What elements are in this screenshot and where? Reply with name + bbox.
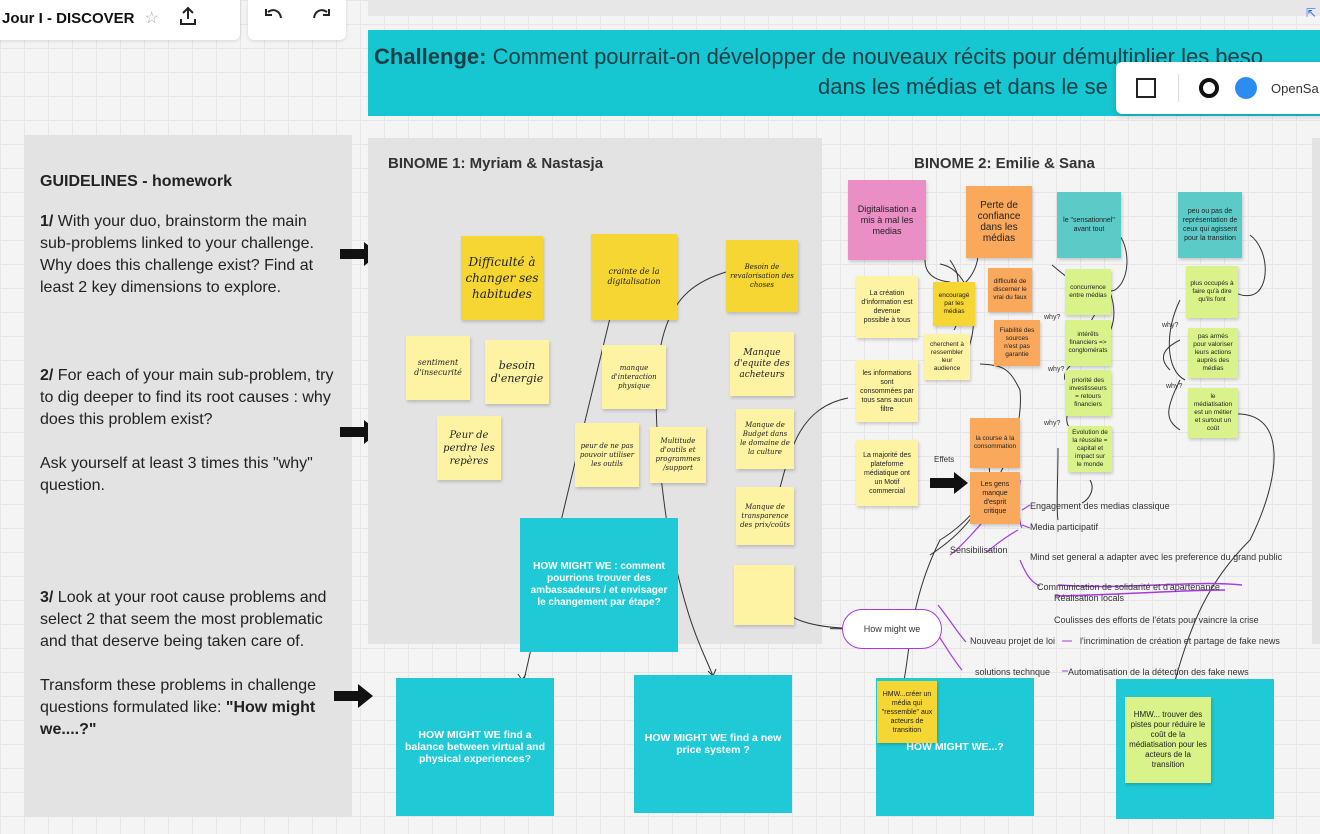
sticky-note[interactable]: Multitude d'outils et programmes /suppor… (650, 427, 706, 483)
guidelines-step1: 1/ With your duo, brainstorm the main su… (40, 213, 314, 296)
board-title-bar: Jour I - DISCOVER ☆ (0, 0, 240, 40)
binome1-title: BINOME 1: Myriam & Nastasja (388, 155, 604, 172)
undo-icon[interactable] (262, 5, 284, 32)
guidelines-panel: GUIDELINES - homework 1/ With your duo, … (24, 135, 352, 817)
mindmap-node: Media participatif (1030, 522, 1099, 532)
binome2-title: BINOME 2: Emilie & Sana (914, 155, 1095, 172)
sticky-note[interactable]: priorité des investisseurs = retours fin… (1065, 370, 1111, 416)
sticky-note[interactable]: cherchent à ressembler leur audience (924, 334, 970, 380)
guidelines-title: GUIDELINES - homework (40, 173, 233, 190)
mindmap-node: l'incrimination de création et partage d… (1080, 636, 1280, 646)
sticky-note[interactable]: Fiabilité des sources n'est pas garantie (994, 320, 1040, 366)
sticky-note[interactable]: manque d'interaction physique (602, 345, 666, 409)
sticky-note[interactable]: pas armés pour valoriser leurs actions a… (1188, 328, 1238, 378)
sticky-note[interactable]: sentiment d'insecurité (406, 336, 470, 400)
guidelines-step2: 2/ For each of your main sub-problem, tr… (40, 367, 334, 428)
sticky-note[interactable]: Les gens manque d'esprit critique (970, 472, 1020, 524)
sticky-note[interactable] (734, 565, 794, 625)
mindmap-node: Automatisation de la détection des fake … (1068, 667, 1249, 677)
arrow-right-icon (930, 472, 968, 494)
font-select[interactable]: OpenSa (1271, 80, 1319, 96)
border-style-icon[interactable] (1199, 78, 1219, 98)
upload-icon[interactable] (177, 5, 199, 32)
challenge-line2: dans les médias et dans le se (818, 74, 1108, 99)
sticky-note[interactable]: encouragé par les médias (933, 282, 975, 326)
guidelines-step3b: Transform these problems in challenge qu… (40, 677, 316, 738)
challenge-label: Challenge: (374, 44, 487, 69)
mindmap-node: Sensibilisation (950, 545, 1008, 555)
sticky-note[interactable]: HMW... trouver des pistes pour réduire l… (1125, 697, 1211, 783)
star-icon[interactable]: ☆ (144, 10, 159, 27)
sticky-note[interactable]: peur de ne pas pouvoir utiliser les outi… (575, 423, 639, 487)
fill-color-icon[interactable] (1235, 77, 1257, 99)
mindmap-node: Engagement des medias classique (1030, 501, 1170, 511)
sticky-note[interactable]: difficulté de discerner le vrai du faux (988, 268, 1032, 312)
sticky-note[interactable]: Perte de confiance dans les médias (966, 186, 1032, 258)
effets-label: Effets (934, 455, 955, 464)
cursor-mode-icon[interactable]: ⇱ (1306, 6, 1317, 20)
sticky-note[interactable]: Manque de Budget dans le domaine de la c… (736, 409, 794, 469)
mindmap-node: Communication de solidarité et d'aparten… (1037, 582, 1220, 592)
undo-redo-bar (248, 0, 346, 40)
sticky-note[interactable]: peu ou pas de représentation de ceux qui… (1178, 192, 1242, 258)
mindmap-node: solutions technque (975, 667, 1051, 677)
sticky-note[interactable]: Manque d'equite des acheteurs (730, 332, 794, 396)
sticky-note[interactable]: plus occupés à faire qu'à dire qu'ils fo… (1186, 266, 1238, 318)
shape-square-icon[interactable] (1136, 78, 1156, 98)
board-title[interactable]: Jour I - DISCOVER (2, 9, 135, 27)
format-bar: OpenSa (1116, 62, 1320, 114)
mindmap-node: Réalisation locals (1054, 593, 1125, 603)
guidelines-step3: 3/ Look at your root cause problems and … (40, 589, 327, 650)
sticky-note[interactable]: crainte de la digitalisation (591, 234, 677, 320)
sticky-note[interactable]: Difficulté à changer ses habitudes (461, 236, 543, 320)
why-label: why? (1166, 383, 1183, 390)
arrow-right-icon (334, 684, 373, 708)
sticky-note[interactable]: HMW...créer un média qui "ressemble" aux… (877, 681, 937, 743)
right-edge-panel (1312, 138, 1320, 644)
sticky-note[interactable]: le médiatisation est un métier et surtou… (1188, 388, 1238, 438)
sticky-note[interactable]: la course à la consommation (970, 418, 1020, 468)
sticky-note[interactable]: le "sensationnel" avant tout (1057, 192, 1121, 258)
guidelines-step2b: Ask yourself at least 3 times this "why"… (40, 455, 313, 494)
how-might-we-bubble[interactable]: How might we (842, 609, 942, 649)
hmw-card[interactable]: HOW MIGHT WE find a balance between virt… (396, 678, 554, 816)
hmw-card[interactable]: HOW MIGHT WE : comment pourrions trouver… (520, 518, 678, 652)
sticky-note[interactable]: Digitalisation a mis à mal les medias (848, 180, 926, 260)
mindmap-node: Mind set general a adapter avec les pref… (1030, 552, 1283, 562)
hmw-card[interactable]: HOW MIGHT WE...? (876, 678, 1034, 816)
why-label: why? (1044, 314, 1061, 321)
sticky-note[interactable]: Evolution de la réussite = capital et im… (1068, 426, 1112, 472)
sticky-note[interactable]: les informations sont consommées par tou… (856, 360, 918, 422)
mindmap-node: Coulisses des efforts de l'états pour va… (1054, 615, 1259, 625)
mindmap-node: Nouveau projet de loi (970, 636, 1056, 646)
sticky-note[interactable]: Besoin de revalorisation des choses (726, 240, 798, 312)
why-label: why? (1044, 420, 1061, 427)
why-label: why? (1162, 322, 1179, 329)
hmw-card[interactable]: HOW MIGHT WE find a new price system ? (634, 675, 792, 813)
sticky-note[interactable]: intérêts financiers => conglomérats (1065, 320, 1111, 366)
sticky-note[interactable]: La création d'information est devenue po… (856, 276, 918, 338)
divider (1178, 74, 1179, 102)
top-strip (368, 0, 1320, 16)
sticky-note[interactable]: besoin d'energie (485, 340, 549, 404)
sticky-note[interactable]: Manque de transparence des prix/coûts (736, 487, 794, 545)
sticky-note[interactable]: La majorité des plateforme médiatique on… (856, 440, 918, 506)
redo-icon[interactable] (311, 5, 333, 32)
why-label: why? (1048, 366, 1065, 373)
sticky-note[interactable]: concurrence entre médias (1065, 269, 1111, 315)
sticky-note[interactable]: Peur de perdre les repères (437, 416, 501, 480)
